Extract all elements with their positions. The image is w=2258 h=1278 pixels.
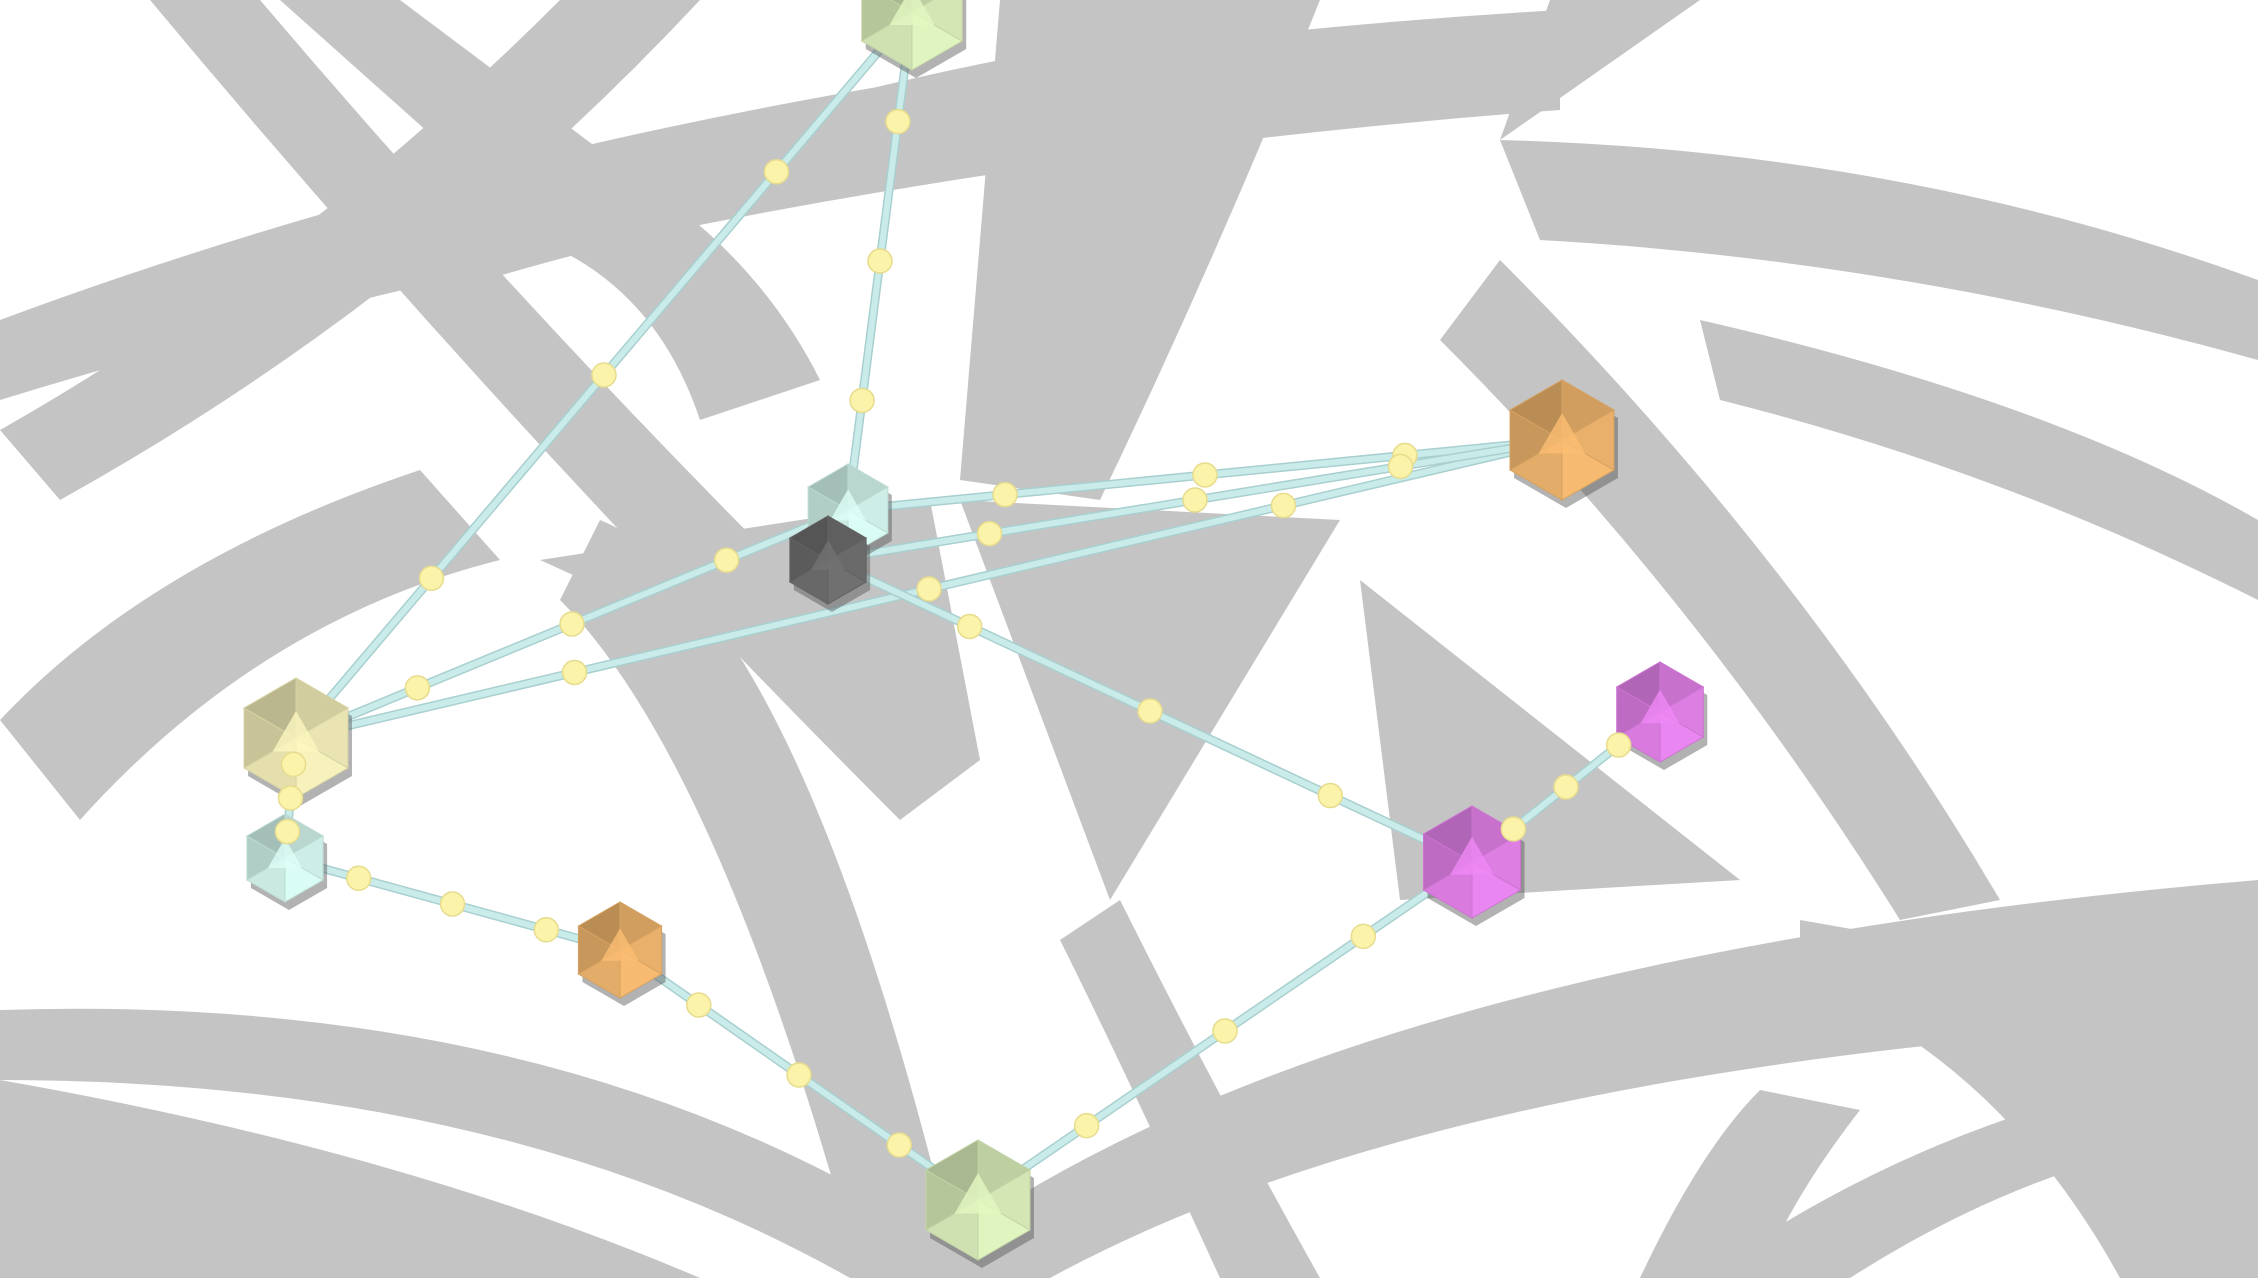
atom-highlight-facet — [267, 838, 303, 868]
bond-bead — [561, 659, 588, 686]
bond-bead — [1350, 923, 1377, 950]
icosahedron-atom-orange2 — [1509, 379, 1618, 508]
bond-bead — [1182, 487, 1208, 513]
atom-highlight-facet — [889, 0, 935, 26]
atom-facet — [619, 925, 663, 975]
bond-bead — [277, 785, 304, 811]
shadow-band — [0, 470, 500, 820]
icosahedron-atom-orange1 — [577, 901, 666, 1006]
bond-bead — [763, 158, 790, 185]
bond-bead — [886, 1132, 912, 1158]
shadow-band — [0, 1080, 700, 1278]
shadow-band — [1060, 900, 1320, 1278]
bond-bead — [786, 1062, 812, 1088]
shadow-band — [560, 180, 820, 420]
bond-bead — [274, 818, 301, 845]
icosahedron-atom-magenta1 — [1422, 805, 1525, 926]
bond-bead — [976, 520, 1003, 547]
shadow-band — [1640, 1090, 1860, 1278]
atom-highlight-facet — [1538, 413, 1586, 454]
bond-bead — [1212, 1018, 1238, 1044]
atom-facet — [976, 1169, 1031, 1231]
bond-bead — [1553, 774, 1579, 800]
bond-bead — [404, 675, 431, 701]
bond-bead — [849, 387, 875, 414]
atom-highlight-facet — [810, 540, 846, 570]
atom-layer — [243, 0, 1708, 1268]
bond-bead — [1387, 453, 1414, 480]
shadow-band — [1500, 0, 1700, 140]
shadow-band — [0, 1008, 1000, 1278]
shadow-band — [380, 60, 1020, 300]
icosahedron-atom-magenta2 — [1615, 661, 1708, 770]
atom-highlight-facet — [1640, 689, 1680, 724]
atom-facet — [1470, 833, 1521, 891]
shadow-band — [1700, 320, 2258, 600]
bond-bead — [1137, 698, 1163, 724]
bond-bead — [956, 613, 983, 640]
bond-bead — [1317, 782, 1344, 809]
atom-highlight-facet — [830, 489, 866, 521]
bond-bead — [686, 992, 712, 1018]
atom-facet — [1560, 409, 1615, 471]
bead-layer — [274, 108, 1632, 1158]
bond-bead — [1605, 732, 1632, 758]
bond-bead — [916, 576, 942, 602]
bond-bead — [992, 481, 1018, 508]
atom-highlight-facet — [272, 711, 320, 752]
atom-facet — [1659, 686, 1704, 738]
atom-facet — [827, 537, 867, 583]
bond-bead — [1500, 816, 1527, 842]
icosahedron-atom-hub — [788, 515, 871, 612]
bond-bead — [280, 751, 307, 778]
bond-bead — [439, 891, 466, 917]
atom-highlight-facet — [1450, 836, 1494, 875]
bond-bead — [345, 865, 372, 891]
bond-bead — [867, 248, 893, 274]
atom-facet — [847, 486, 889, 534]
bond-bead — [1270, 492, 1297, 519]
bond-bead — [885, 108, 911, 135]
icosahedron-atom-lime2 — [925, 1139, 1034, 1268]
icosahedron-atom-top — [860, 0, 967, 78]
bond-bead — [1073, 1112, 1100, 1139]
bond-bead — [559, 611, 585, 637]
atom-highlight-facet — [954, 1173, 1002, 1214]
icosahedron-atom-sand — [243, 677, 352, 806]
atom-highlight-facet — [601, 928, 639, 961]
shadow-band — [1500, 140, 2258, 360]
shadow-band — [0, 0, 700, 500]
bond-bead — [1192, 462, 1218, 488]
shadow-band — [960, 0, 1320, 500]
shadow-band — [1800, 920, 2258, 1278]
atom-facet — [295, 707, 349, 769]
icosahedron-atom-mint2 — [245, 813, 328, 910]
bond-bead — [533, 917, 560, 943]
shadow-band — [560, 520, 960, 1278]
bond-bead — [418, 565, 445, 592]
atom-facet — [284, 835, 324, 881]
bond-bead — [713, 547, 740, 573]
bond-bead — [591, 362, 617, 388]
